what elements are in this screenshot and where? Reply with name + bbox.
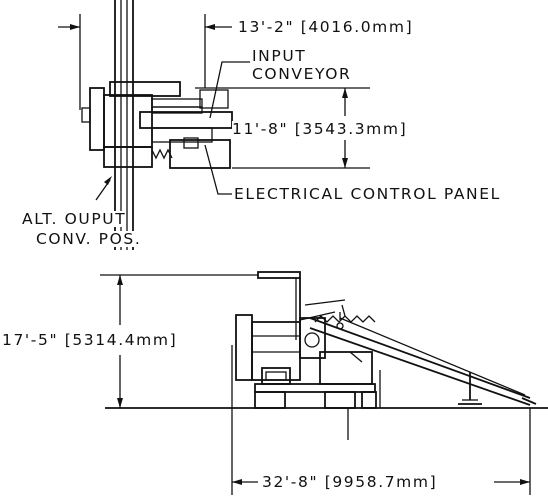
input-conveyor-label-line1: INPUT [252, 47, 307, 65]
height-dimension [100, 274, 258, 408]
machine-side-body [235, 271, 381, 409]
width-dimension [58, 14, 232, 110]
length-dimension [231, 345, 531, 495]
width-dimension-label: 13'-2" [4016.0mm] [238, 18, 414, 36]
length-dimension-label: 32'-8" [9958.7mm] [262, 473, 438, 491]
height-dimension-label: 17'-5" [5314.4mm] [2, 331, 178, 349]
alt-output-label-line1: ALT. OUPUT [22, 210, 127, 228]
machine-top-body [81, 81, 233, 169]
alt-output-label-line2: CONV. POS. [36, 230, 142, 248]
electrical-panel-label: ELECTRICAL CONTROL PANEL [234, 185, 501, 203]
input-conveyor-label-line2: CONVEYOR [252, 65, 352, 83]
side-view [100, 271, 548, 495]
leaders [95, 61, 250, 201]
inclined-conveyor [309, 304, 537, 406]
depth-dimension-label: 11'-8" [3543.3mm] [232, 120, 408, 138]
output-conveyor-rails [114, 0, 134, 250]
top-view [58, 0, 370, 250]
depth-dimension [195, 87, 370, 169]
